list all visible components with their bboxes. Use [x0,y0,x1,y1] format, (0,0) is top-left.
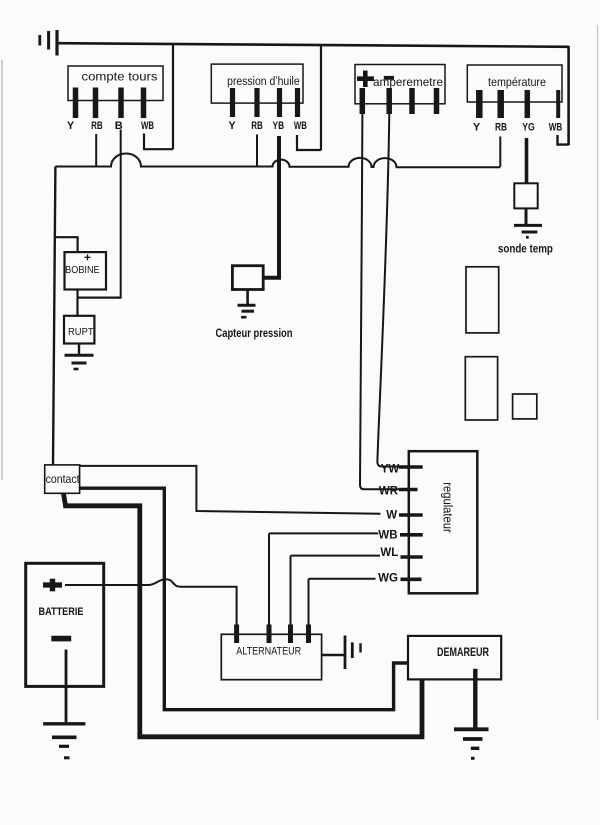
svg-text:ALTERNATEUR: ALTERNATEUR [236,645,301,657]
svg-text:W: W [386,510,397,522]
svg-text:pression d’huile: pression d’huile [227,74,300,88]
svg-text:compte tours: compte tours [82,70,158,84]
svg-text:YW: YW [381,463,400,475]
svg-text:regulateur: regulateur [441,482,455,533]
svg-text:WL: WL [380,547,398,559]
svg-text:Y: Y [228,120,236,132]
svg-text:B: B [115,120,123,132]
svg-text:Capteur pression: Capteur pression [216,326,293,340]
svg-text:WB: WB [294,120,307,132]
svg-text:WB: WB [141,120,154,132]
svg-text:Y: Y [473,122,481,134]
svg-text:WB: WB [378,530,397,542]
svg-text:RUPT: RUPT [68,326,94,338]
svg-text:YG: YG [522,122,535,134]
svg-text:RB: RB [91,120,103,132]
svg-text:WR: WR [379,485,399,497]
svg-text:RB: RB [495,122,507,134]
svg-text:BOBINE: BOBINE [65,264,100,276]
svg-text:WG: WG [378,572,398,584]
svg-text:RB: RB [251,120,263,132]
svg-text:BATTERIE: BATTERIE [39,606,84,618]
svg-text:amperemetre: amperemetre [373,75,443,89]
svg-text:WB: WB [549,122,563,134]
svg-text:YB: YB [273,120,285,132]
svg-text:DEMAREUR: DEMAREUR [437,647,490,659]
svg-text:température: température [488,75,546,89]
svg-text:Y: Y [67,120,75,132]
svg-text:sonde temp: sonde temp [498,242,553,256]
svg-text:contact: contact [46,472,81,486]
